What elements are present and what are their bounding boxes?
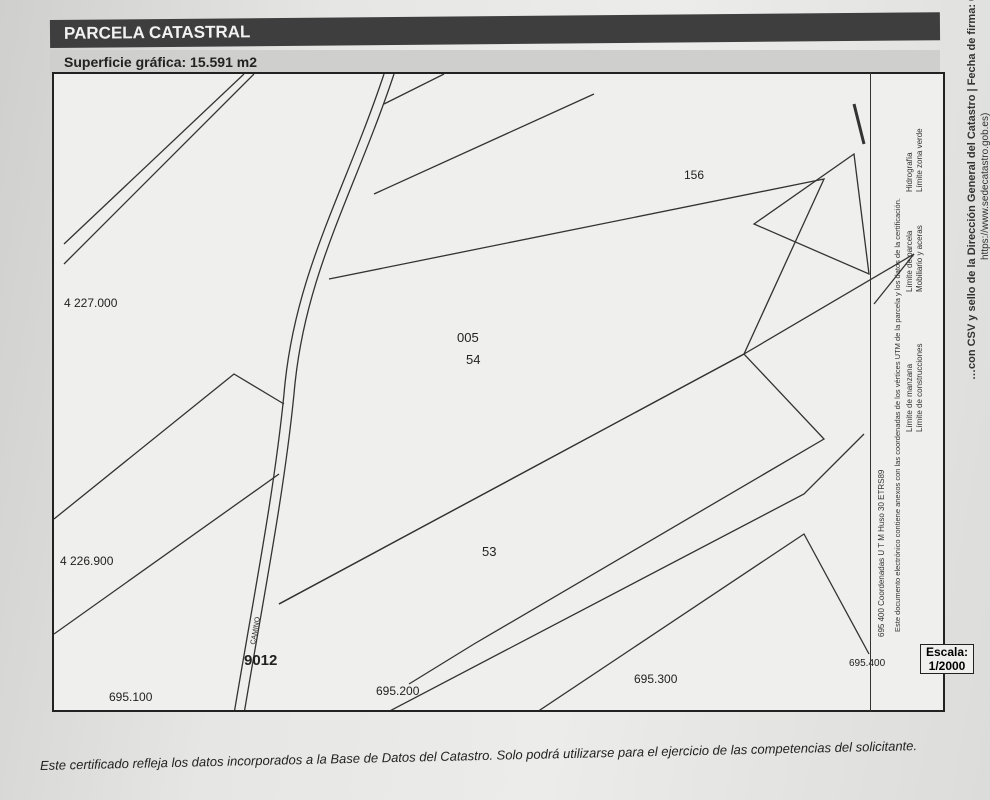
scale-box: Escala: 1/2000 [920,644,974,674]
coord-x-label: 695.300 [634,672,678,686]
legend-zona-verde: Límite zona verde [915,128,924,192]
map-lines [54,74,915,710]
utm-text: 695 400 Coordenadas U T M Huso 30 ETRS89 [877,469,886,637]
legend-mobiliario: Mobiliario y aceras [915,225,924,292]
coord-x-label: 695.400 [849,658,886,669]
parcel-label: 005 [457,330,479,345]
legend-manzana: Límite de manzana [905,363,914,432]
parcel-boundary [54,373,285,635]
parcel-53-boundary [278,353,826,685]
coord-x-label: 695.100 [109,690,153,704]
parcel-156-boundary [278,74,826,605]
road-edge [234,74,385,710]
coord-y-label: 4 226.900 [60,554,114,568]
legend-hidrografia: Hidrografía [905,152,914,192]
map-legend: 695 400 Coordenadas U T M Huso 30 ETRS89… [870,72,946,712]
parcel-label: 156 [684,168,705,182]
legend-construcciones: Límite de construcciones [915,343,924,433]
parcel-boundary [743,253,915,355]
hydrography [852,103,866,145]
legend-note: Este documento electrónico contiene anex… [893,198,902,632]
csv-text: …con CSV y sello de la Dirección General… [966,0,978,380]
coord-y-label: 4 227.000 [64,296,118,310]
parcel-label: 53 [482,544,497,559]
parcel-label: 54 [466,352,481,367]
parcel-label: 9012 [244,652,278,669]
surface-row: Superficie gráfica: 15.591 m2 [50,50,940,74]
url-text: https://www.sedecatastro.gob.es) [980,112,990,260]
road-edge [244,74,395,710]
coord-x-label: 695.200 [376,684,420,698]
legend-parcela: Límite de parcela [905,230,914,292]
parcel-boundary [390,433,870,710]
scale-value: 1/2000 [928,659,966,673]
section-title: PARCELA CATASTRAL [63,22,251,43]
scale-label: Escala: [925,645,969,659]
cadastral-map: 156 005 54 53 9012 CAMINO 4 227.000 4 22… [52,72,945,712]
surface-text: Superficie gráfica: 15.591 m2 [64,54,257,70]
boundary-line [63,74,255,265]
parcel-boundary [752,152,870,276]
